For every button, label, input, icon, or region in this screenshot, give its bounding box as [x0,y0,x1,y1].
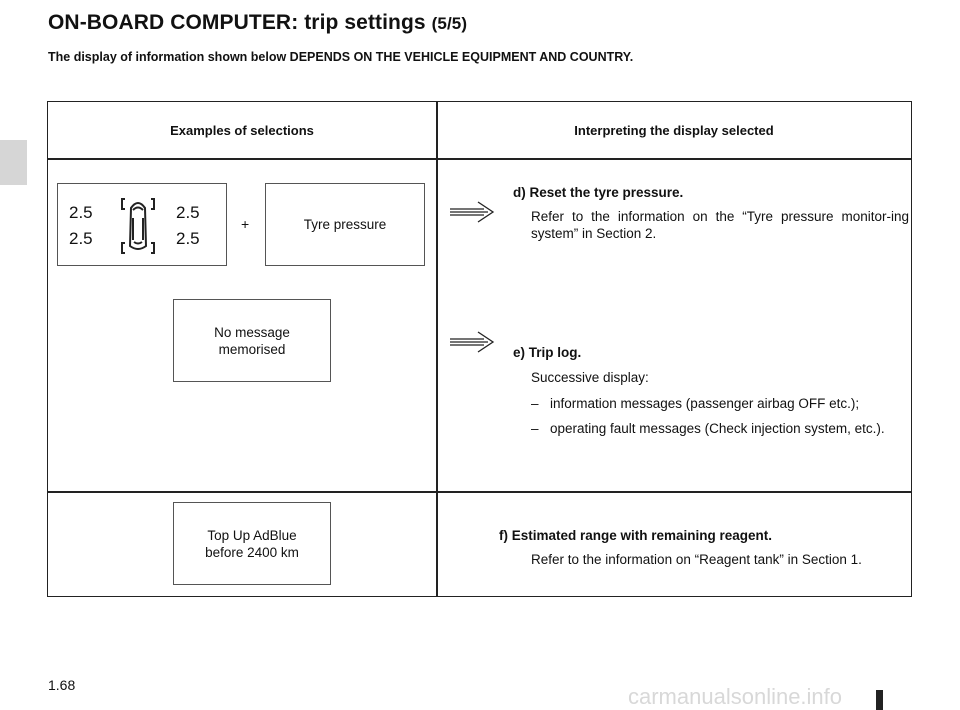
tyre-pressure-box: Tyre pressure [265,183,425,266]
tyre-front-right: 2.5 [176,203,200,222]
no-message-line2: memorised [218,341,286,357]
tyre-pressure-label: Tyre pressure [303,217,387,232]
double-arrow-icon-d [450,201,495,223]
page-title: ON-BOARD COMPUTER: trip settings (5/5) [48,11,467,35]
page-title-text: ON-BOARD COMPUTER: trip settings [48,11,426,34]
watermark-text: carmanualsonline.info [628,684,843,709]
item-e-intro: Successive display: [531,370,649,385]
page-number: 1.68 [48,677,76,693]
tyre-rear-right: 2.5 [176,229,200,248]
item-f-title: f) Estimated range with remaining reagen… [499,528,773,543]
header-examples: Examples of selections [170,123,314,138]
page-title-part: (5/5) [431,14,468,33]
tyre-front-left: 2.5 [69,203,93,222]
adblue-line2: before 2400 km [205,544,299,560]
tyre-display-box: 2.5 2.5 2.5 2.5 [57,183,227,266]
item-d-body: Refer to the information on the “Tyre pr… [531,209,909,241]
adblue-line1: Top Up AdBlue [207,527,297,543]
section-tab-marker [0,140,27,185]
tyre-rear-left: 2.5 [69,229,93,248]
car-topview-icon [121,198,155,254]
settings-table: Examples of selections Interpreting the … [47,101,912,597]
row-divider [48,491,911,493]
item-f-body: Refer to the information on “Reagent tan… [531,552,862,567]
item-e-title: e) Trip log. [513,345,582,360]
header-divider [48,158,911,160]
item-e-bullet2-dash: – [531,421,539,436]
item-e-bullet2: operating fault messages (Check injectio… [550,421,885,436]
header-interpreting: Interpreting the display selected [574,123,774,138]
item-e-bullet1: information messages (passenger airbag O… [550,396,860,411]
column-divider [436,102,438,596]
page-edge-mark [876,690,883,710]
no-message-line1: No message [214,324,290,340]
plus-sign: + [241,216,250,232]
item-e-bullet1-dash: – [531,396,539,411]
page-subtitle: The display of information shown below D… [48,50,634,64]
item-d-title: d) Reset the tyre pressure. [513,185,684,200]
double-arrow-icon-e [450,331,495,353]
